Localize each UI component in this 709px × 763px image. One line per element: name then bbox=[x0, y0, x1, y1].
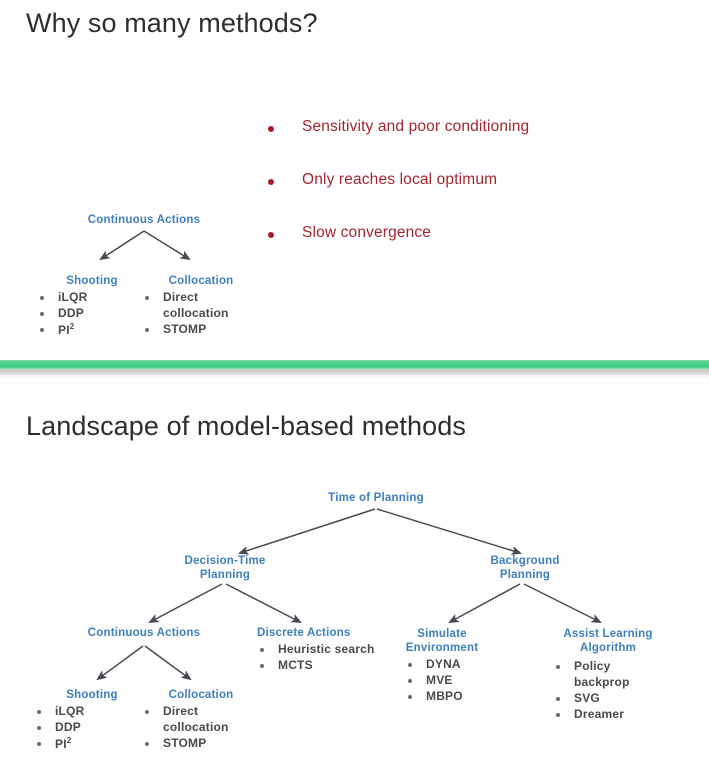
slide-why-so-many-methods: Why so many methods? Sensitivity and poo… bbox=[0, 0, 709, 360]
node-line-1: Decision-Time bbox=[184, 555, 266, 567]
slide-divider-green bbox=[0, 360, 709, 369]
bullet-icon bbox=[145, 296, 149, 300]
item-label: iLQR bbox=[55, 704, 85, 718]
tree-node-assist-learning-algorithm: Assist Learning Algorithm bbox=[548, 627, 668, 655]
item-label-cont: collocation bbox=[163, 306, 229, 320]
bullet-icon bbox=[556, 713, 560, 717]
item-label: Direct bbox=[163, 704, 199, 718]
tree-node-shooting: Shooting bbox=[66, 275, 118, 287]
tree-node-collocation: Collocation bbox=[168, 689, 234, 701]
tree-node-discrete-actions: Discrete Actions bbox=[257, 627, 351, 639]
bullet-icon bbox=[556, 697, 560, 701]
item-label: Direct bbox=[163, 290, 199, 304]
item-label: PI2 bbox=[55, 736, 72, 751]
node-line-1: Assist Learning bbox=[563, 628, 653, 640]
issue-label: Slow convergence bbox=[302, 224, 432, 241]
item-label: Policy bbox=[574, 659, 611, 673]
item-label: Dreamer bbox=[574, 707, 625, 721]
bullet-icon bbox=[37, 710, 41, 714]
item-label: iLQR bbox=[58, 290, 88, 304]
slide-divider-shadow bbox=[0, 375, 709, 379]
item-label-cont: collocation bbox=[163, 720, 229, 734]
bullet-icon bbox=[268, 179, 274, 185]
bullet-icon bbox=[260, 664, 264, 668]
node-line-2: Environment bbox=[405, 642, 479, 654]
tree-node-collocation: Collocation bbox=[168, 275, 234, 287]
item-label: SVG bbox=[574, 691, 600, 705]
item-label: Heuristic search bbox=[278, 642, 375, 656]
item-label-cont: backprop bbox=[574, 675, 630, 689]
item-label: MCTS bbox=[278, 658, 313, 672]
bullet-icon bbox=[37, 726, 41, 730]
bullet-icon bbox=[268, 232, 274, 238]
bullet-icon bbox=[40, 312, 44, 316]
bullet-icon bbox=[40, 328, 44, 332]
bullet-icon bbox=[145, 328, 149, 332]
page-title: Landscape of model-based methods bbox=[26, 411, 466, 441]
item-label: STOMP bbox=[163, 322, 207, 336]
item-label: STOMP bbox=[163, 736, 207, 750]
item-label: DYNA bbox=[426, 657, 461, 671]
item-label: DDP bbox=[58, 306, 84, 320]
tree-node-background-planning: Background Planning bbox=[466, 554, 584, 582]
bullet-icon bbox=[408, 695, 412, 699]
tree-node-shooting: Shooting bbox=[66, 689, 118, 701]
item-label: PI2 bbox=[58, 322, 75, 337]
bullet-icon bbox=[145, 742, 149, 746]
page-title: Why so many methods? bbox=[26, 8, 318, 38]
node-line-1: Background bbox=[490, 555, 560, 567]
slide-landscape-of-model-based-methods: Landscape of model-based methods Time of… bbox=[0, 379, 709, 763]
bullet-icon bbox=[268, 126, 274, 132]
item-label: DDP bbox=[55, 720, 81, 734]
bullet-icon bbox=[408, 663, 412, 667]
bullet-icon bbox=[37, 742, 41, 746]
item-label: MVE bbox=[426, 673, 453, 687]
node-line-2: Planning bbox=[499, 569, 551, 581]
slide-divider-gray bbox=[0, 369, 709, 375]
tree-node-simulate-environment: Simulate Environment bbox=[392, 627, 492, 655]
tree-node-decision-time-planning: Decision-Time Planning bbox=[166, 554, 284, 582]
bullet-icon bbox=[556, 665, 560, 669]
tree-node-continuous-actions: Continuous Actions bbox=[87, 214, 201, 226]
item-label: MBPO bbox=[426, 689, 463, 703]
bullet-icon bbox=[260, 648, 264, 652]
bullet-icon bbox=[408, 679, 412, 683]
node-line-2: Algorithm bbox=[579, 642, 637, 654]
tree-node-continuous-actions: Continuous Actions bbox=[87, 627, 201, 639]
bullet-icon bbox=[145, 710, 149, 714]
issue-label: Sensitivity and poor conditioning bbox=[302, 118, 530, 135]
bullet-icon bbox=[40, 296, 44, 300]
issue-label: Only reaches local optimum bbox=[302, 171, 498, 188]
node-line-2: Planning bbox=[199, 569, 251, 581]
tree-node-time-of-planning: Time of Planning bbox=[328, 492, 424, 504]
node-line-1: Simulate bbox=[417, 628, 467, 640]
